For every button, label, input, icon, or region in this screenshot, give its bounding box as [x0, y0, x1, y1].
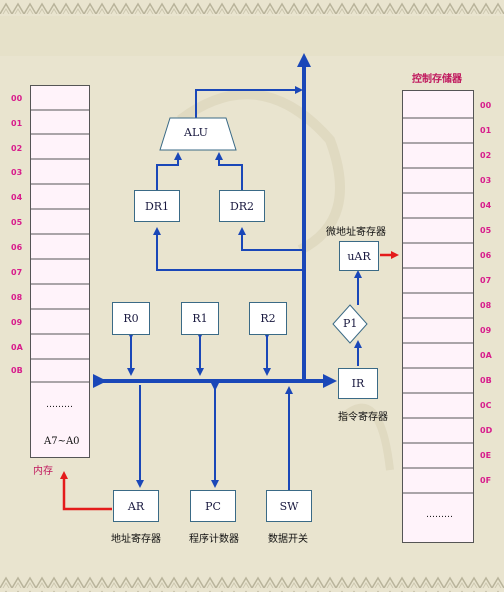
control-store-address: 09 [480, 326, 492, 335]
memory-address: 00 [11, 94, 23, 103]
control-store-title: 控制存储器 [412, 74, 462, 85]
control-store-address: 05 [480, 226, 492, 235]
main-memory-block [30, 85, 90, 458]
memory-address: 04 [11, 193, 23, 202]
r2-register: R2 [249, 302, 287, 335]
memory-address: 07 [11, 268, 23, 277]
alu-label: ALU [184, 126, 208, 139]
control-store-address: 02 [480, 151, 492, 160]
memory-address: 06 [11, 243, 23, 252]
control-store-address: 0C [480, 401, 492, 410]
pc-caption: 程序计数器 [189, 534, 239, 545]
control-store-address: 0D [480, 426, 493, 435]
memory-address: 05 [11, 218, 23, 227]
sw-caption: 数据开关 [268, 534, 308, 545]
control-store-address: 00 [480, 101, 492, 110]
memory-address: 0A [11, 343, 23, 352]
memory-address: 08 [11, 293, 23, 302]
pc-register: PC [190, 490, 236, 522]
r0-register: R0 [112, 302, 150, 335]
ar-to-memory-path [60, 471, 112, 511]
ir-caption: 指令寄存器 [338, 412, 388, 423]
uar-register: uAR [339, 241, 379, 271]
control-store-ellipsis: ……… [426, 510, 453, 520]
control-store-address: 06 [480, 251, 492, 260]
memory-address: 0B [11, 366, 23, 375]
control-store-address: 03 [480, 176, 492, 185]
control-store-address: 01 [480, 126, 492, 135]
control-store-address: 08 [480, 301, 492, 310]
control-store-address: 0E [480, 451, 492, 460]
control-store-address: 0B [480, 376, 492, 385]
memory-range-label: A7~A0 [44, 436, 80, 447]
sw-register: SW [266, 490, 312, 522]
dr1-register: DR1 [134, 190, 180, 222]
memory-caption: 内存 [33, 466, 53, 477]
memory-address: 09 [11, 318, 23, 327]
r1-register: R1 [181, 302, 219, 335]
memory-address: 01 [11, 119, 23, 128]
p1-label: P1 [343, 317, 358, 330]
control-store-address: 04 [480, 201, 492, 210]
ir-register: IR [338, 368, 378, 399]
control-store-address: 0F [480, 476, 492, 485]
memory-ellipsis: ……… [46, 400, 73, 410]
control-store-address: 0A [480, 351, 492, 360]
ar-register: AR [113, 490, 159, 522]
uar-caption: 微地址寄存器 [326, 227, 386, 238]
ar-caption: 地址寄存器 [111, 534, 161, 545]
dr2-register: DR2 [219, 190, 265, 222]
control-store-address: 07 [480, 276, 492, 285]
memory-address: 02 [11, 144, 23, 153]
memory-address: 03 [11, 168, 23, 177]
